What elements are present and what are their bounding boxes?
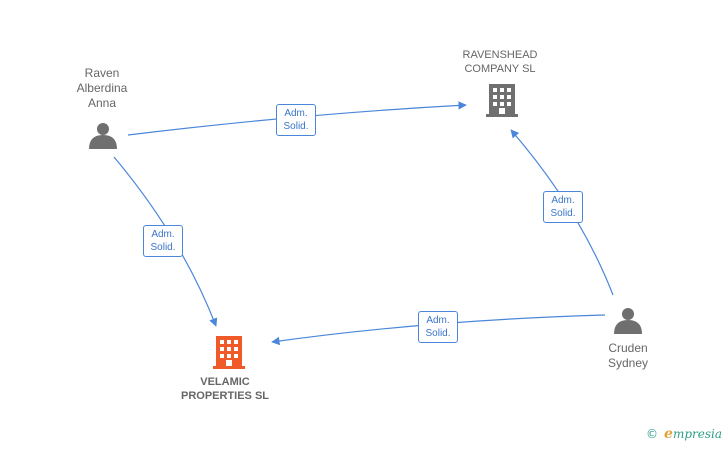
person-icon[interactable]: [614, 308, 642, 334]
node-label-cruden[interactable]: Cruden Sydney: [607, 341, 649, 370]
brand-logo-text: mpresia: [672, 427, 722, 441]
brand-logo-letter: e: [664, 426, 673, 442]
building-icon[interactable]: [213, 336, 245, 369]
edge-label-cruden-ravenshead: Adm. Solid.: [543, 191, 583, 223]
copyright-symbol: ©: [646, 427, 659, 441]
node-label-raven[interactable]: Raven Alberdina Anna: [76, 66, 128, 110]
edge-label-raven-ravenshead: Adm. Solid.: [276, 104, 316, 136]
edge-label-cruden-velamic: Adm. Solid.: [418, 311, 458, 343]
node-label-ravenshead[interactable]: RAVENSHEAD COMPANY SL: [462, 49, 538, 75]
person-icon[interactable]: [89, 123, 117, 149]
node-label-velamic[interactable]: VELAMIC PROPERTIES SL: [180, 376, 270, 402]
edge-label-raven-velamic: Adm. Solid.: [143, 225, 183, 257]
brand-watermark: © empresia: [646, 426, 722, 442]
building-icon[interactable]: [486, 84, 518, 117]
